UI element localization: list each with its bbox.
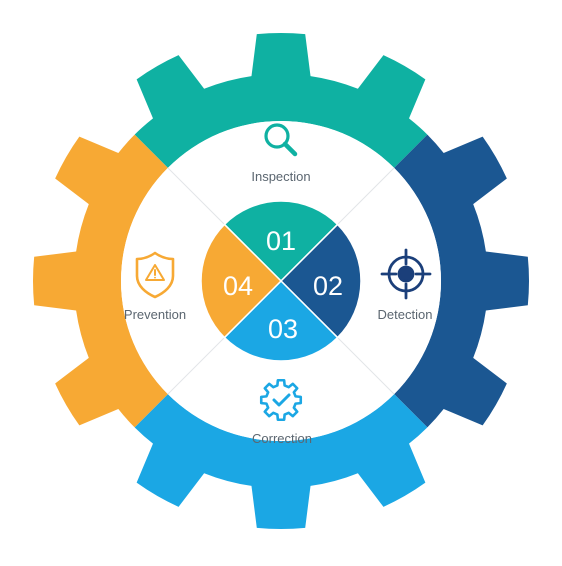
gear-sector xyxy=(394,134,530,428)
segment-number: 03 xyxy=(268,314,298,344)
gear-quadrant-actions xyxy=(32,134,168,428)
gear-ring xyxy=(32,32,530,530)
gear-check-icon xyxy=(259,378,303,422)
gear-quadrant-maintenance xyxy=(394,134,530,428)
gear-sector xyxy=(134,394,428,530)
gear-sector xyxy=(32,134,168,428)
quadrant-label-correction: Correction xyxy=(252,431,312,446)
segment-number: 01 xyxy=(266,226,296,256)
center-segment-02 xyxy=(279,223,362,339)
gear-sector xyxy=(134,32,428,168)
gear-quadrant-preventive xyxy=(134,32,428,168)
target-icon xyxy=(380,248,432,300)
center-pie: 01 02 03 04 xyxy=(200,200,362,362)
center-segment-04 xyxy=(200,223,283,339)
quadrant-label-prevention: Prevention xyxy=(124,307,186,322)
gear-quadrant-4-key xyxy=(134,394,428,530)
center-segment-01 xyxy=(223,200,339,283)
shield-warning-icon xyxy=(135,251,175,299)
quadrant-label-inspection: Inspection xyxy=(251,169,310,184)
segment-number: 02 xyxy=(313,271,343,301)
segment-number: 04 xyxy=(223,271,253,301)
center-segment-03 xyxy=(223,279,339,362)
quadrant-label-detection: Detection xyxy=(378,307,433,322)
magnifier-icon xyxy=(264,123,298,157)
ring-label-bottom: 4 key xyxy=(263,414,300,432)
ring-label-right: Maintenance xyxy=(416,235,439,326)
